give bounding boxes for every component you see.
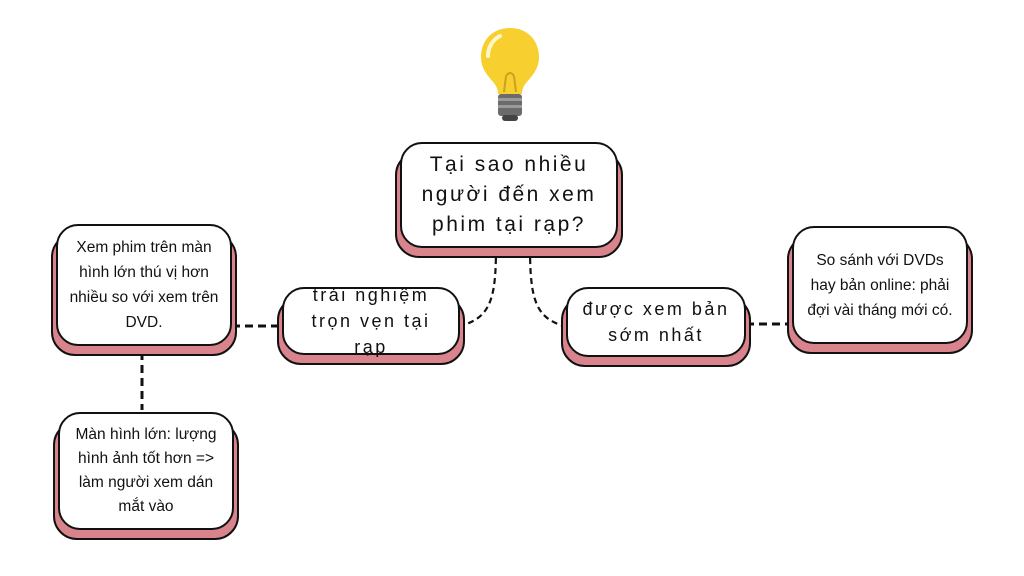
detail-node-dvd-comparison: Xem phim trên màn hình lớn thú vị hơn nh… (51, 224, 237, 356)
connector-root-to-left-branch (459, 247, 498, 328)
branch-node-experience-text: trải nghiệm trọn vẹn tại rạp (311, 285, 431, 357)
detail-node-online-comparison-text: So sánh với DVDs hay bản online: phải đợ… (807, 251, 953, 319)
branch-node-early-release-text: được xem bản sớm nhất (582, 299, 730, 345)
detail-node-online-comparison: So sánh với DVDs hay bản online: phải đợ… (787, 226, 973, 354)
detail-node-big-screen-text: Màn hình lớn: lượng hình ảnh tốt hơn => … (75, 426, 217, 515)
root-node-text: Tại sao nhiều người đến xem phim tại rạp… (421, 153, 597, 236)
branch-node-early-release: được xem bản sớm nhất (561, 287, 751, 367)
branch-node-experience: trải nghiệm trọn vẹn tại rạp (277, 285, 465, 365)
detail-node-big-screen: Màn hình lớn: lượng hình ảnh tốt hơn => … (53, 412, 239, 540)
connector-root-to-right-branch (528, 247, 565, 328)
root-node: Tại sao nhiều người đến xem phim tại rạp… (395, 142, 623, 258)
detail-node-dvd-comparison-text: Xem phim trên màn hình lớn thú vị hơn nh… (69, 239, 219, 331)
light-bulb-icon (481, 28, 539, 121)
